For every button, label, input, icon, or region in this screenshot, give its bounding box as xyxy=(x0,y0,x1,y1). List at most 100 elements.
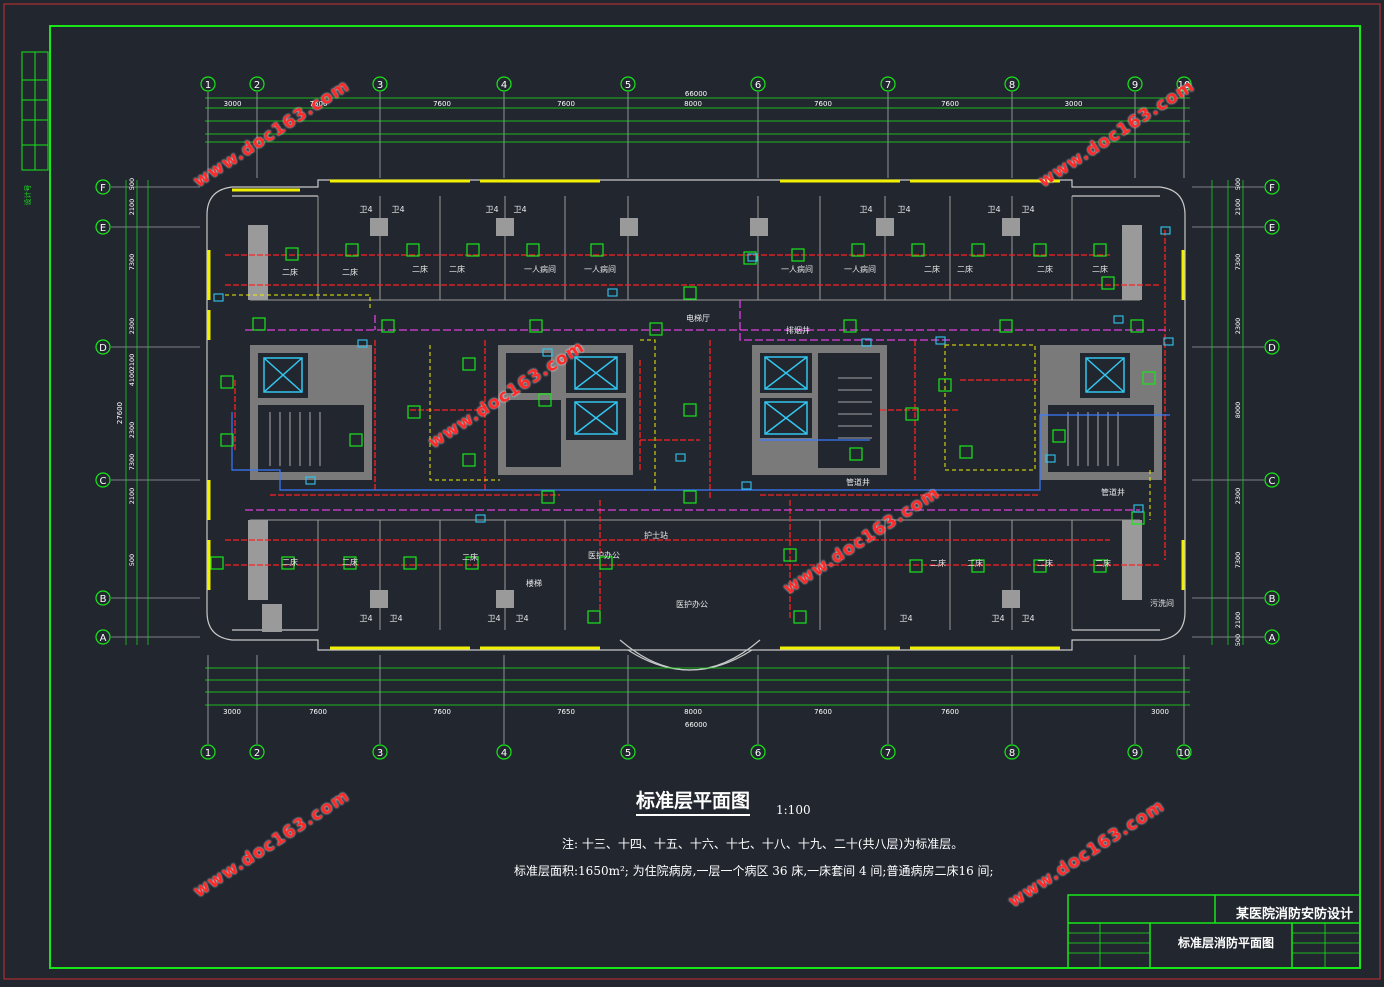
room-label: 卫4 xyxy=(389,614,402,623)
room-labels: 二床二床二床二床二床二床二床二床二床二床二床二床二床二床二床一人病间一人病间一人… xyxy=(282,205,1174,623)
depth-dimension: 500 xyxy=(1234,178,1242,190)
fire-device-symbol xyxy=(210,556,224,570)
row-axis-bubble: A xyxy=(95,629,111,645)
fire-device-symbol xyxy=(1101,276,1115,290)
fire-device-symbol xyxy=(793,610,807,624)
column-axis-label: 2 xyxy=(254,748,260,759)
depth-dimension: 500 xyxy=(128,178,136,190)
depth-dimension: 2300 xyxy=(128,422,136,439)
room-label: 二床 xyxy=(967,558,983,568)
column-axis-bubble: 4 xyxy=(496,76,512,92)
bay-dimension: 7600 xyxy=(557,100,575,108)
column-axis-label: 7 xyxy=(885,80,891,91)
bay-dimension: 3000 xyxy=(1065,100,1083,108)
cores xyxy=(250,345,1162,480)
column-axis-bubble: 2 xyxy=(249,744,265,760)
fire-device-symbol xyxy=(743,251,757,265)
fire-device-symbol xyxy=(587,610,601,624)
room-label: 卫4 xyxy=(1021,205,1034,214)
depth-dimension: 8000 xyxy=(1234,402,1242,419)
column-axis-bubble: 5 xyxy=(620,76,636,92)
column-axis-bubble: 8 xyxy=(1004,76,1020,92)
depth-dimension: 7300 xyxy=(128,254,136,271)
row-axis-label: A xyxy=(100,633,107,644)
fire-device-symbol xyxy=(599,556,613,570)
room-label: 管道井 xyxy=(846,477,870,487)
room-label: 二床 xyxy=(924,264,940,274)
row-axis-bubble: B xyxy=(95,590,111,606)
column-axis-label: 8 xyxy=(1009,80,1015,91)
note-line-1: 注: 十三、十四、十五、十六、十七、十八、十九、二十(共八层)为标准层。 xyxy=(562,837,964,851)
fire-device-symbol xyxy=(281,556,295,570)
detector-symbol xyxy=(475,514,486,523)
column-axis-bubble: 6 xyxy=(750,76,766,92)
fire-device-symbol xyxy=(220,433,234,447)
row-axis-bubble: E xyxy=(1264,219,1280,235)
column-axis-bubble: 3 xyxy=(372,744,388,760)
column-axis-bubble: 1 xyxy=(200,744,216,760)
fire-device-symbol xyxy=(529,319,543,333)
room-label: 卫4 xyxy=(487,614,500,623)
column-axis-bubble: 4 xyxy=(496,744,512,760)
room-label: 二床 xyxy=(930,558,946,568)
room-label: 二床 xyxy=(282,267,298,277)
detector-symbol xyxy=(935,336,946,345)
depth-dimension: 7300 xyxy=(128,454,136,471)
column-axis-bubble: 1 xyxy=(200,76,216,92)
room-label: 二床 xyxy=(412,264,428,274)
fire-device-symbol xyxy=(683,490,697,504)
room-label: 卫4 xyxy=(359,614,372,623)
column-axis-label: 9 xyxy=(1132,80,1138,91)
column-axis-label: 10 xyxy=(1178,748,1191,759)
core-voids xyxy=(258,353,1154,472)
fire-device-symbol xyxy=(220,375,234,389)
column-axis-label: 2 xyxy=(254,80,260,91)
alarm-bus xyxy=(245,300,1170,511)
title-block xyxy=(1067,894,1361,969)
room-label: 管道井 xyxy=(1101,487,1125,497)
detector-symbol xyxy=(747,253,758,262)
row-axis-label: E xyxy=(1269,223,1275,234)
bay-dimension: 7600 xyxy=(814,708,832,716)
room-label: 卫4 xyxy=(485,205,498,214)
detector-symbol xyxy=(542,348,553,357)
total-depth-dim: 27600 xyxy=(116,402,124,424)
fire-device-symbol xyxy=(783,548,797,562)
room-label: 楼梯 xyxy=(526,578,542,588)
depth-dimension: 500 xyxy=(1234,634,1242,646)
fire-device-symbol xyxy=(1093,243,1107,257)
depth-dimension: 2100 xyxy=(1234,612,1242,629)
fire-device-symbol xyxy=(1130,319,1144,333)
room-label: 二床 xyxy=(1092,264,1108,274)
row-axis-label: F xyxy=(1269,183,1275,194)
fire-device-symbol xyxy=(343,556,357,570)
detector-symbol xyxy=(1113,315,1124,324)
room-label: 二床 xyxy=(957,264,973,274)
column-axis-bubble: 7 xyxy=(880,744,896,760)
row-axis-label: B xyxy=(1269,594,1276,605)
row-axis-label: F xyxy=(100,183,106,194)
fire-device-symbol xyxy=(526,243,540,257)
room-label: 卫4 xyxy=(991,614,1004,623)
row-axis-bubble: D xyxy=(1264,339,1280,355)
depth-dimension: 2100 xyxy=(128,354,136,371)
column-axis-bubble: 9 xyxy=(1127,744,1143,760)
column-axis-label: 7 xyxy=(885,748,891,759)
fire-device-symbol xyxy=(971,559,985,573)
room-label: 卫4 xyxy=(513,205,526,214)
column-axis-label: 10 xyxy=(1178,80,1191,91)
depth-dimension: 2300 xyxy=(1234,488,1242,505)
note-line-2: 标准层面积:1650m²; 为住院病房,一层一个病区 36 床,一床套间 4 间… xyxy=(514,864,994,878)
column-axis-bubble: 5 xyxy=(620,744,636,760)
room-label: 卫4 xyxy=(899,614,912,623)
row-axis-label: A xyxy=(1269,633,1276,644)
column-axis-label: 6 xyxy=(755,748,761,759)
elevator-cars xyxy=(263,356,1125,435)
fire-device-symbol xyxy=(683,403,697,417)
bay-dimension: 8000 xyxy=(684,100,702,108)
fire-device-symbol xyxy=(909,559,923,573)
detector-symbol xyxy=(213,293,224,302)
column-axis-label: 3 xyxy=(377,748,383,759)
bay-dimension: 7600 xyxy=(433,708,451,716)
